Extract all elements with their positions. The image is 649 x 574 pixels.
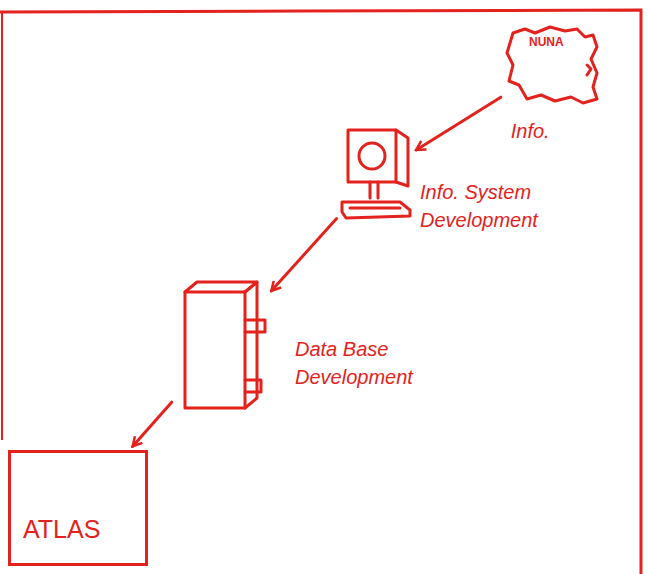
cabinet-side [245,282,257,408]
edge-label: Info. [509,119,552,143]
frame-line [1,12,3,440]
map-outline [507,27,597,103]
computer-outline [340,128,412,222]
icon-caption: Data Base Development [295,335,430,391]
region-name: NUNA [529,35,564,49]
monitor-screen [359,143,385,169]
keyboard-keys [350,207,400,210]
monitor-front [348,130,396,182]
flow-arrow [133,402,172,446]
flow-arrow [416,97,501,150]
icon-caption: Info. System Development [420,178,555,234]
cabinet-icon: Data Base Development [175,280,268,412]
cabinet-front [185,292,245,408]
computer-icon: Info. System Development [340,128,412,222]
frame-line [0,10,641,574]
box-title: ATLAS [23,515,100,543]
map-coast [587,65,591,75]
flow-arrow [271,219,336,291]
monitor-stand [370,182,378,198]
monitor-side [396,130,408,186]
map-region: NUNA [505,25,600,105]
cabinet-outline [175,280,268,412]
atlas-box: ATLAS [8,450,148,566]
keyboard [342,202,410,218]
drawer-handle [245,320,265,332]
drawer-handle [245,380,261,392]
